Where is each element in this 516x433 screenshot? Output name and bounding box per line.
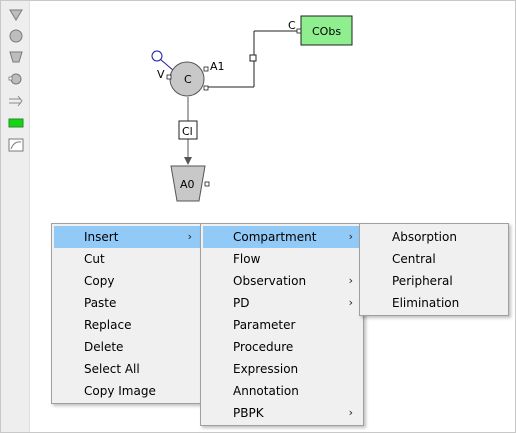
menu-item-label: Annotation <box>233 384 299 398</box>
menu-item-label: Flow <box>233 252 261 266</box>
menu-item-label: PBPK <box>233 406 264 420</box>
menu-item-replace[interactable]: Replace <box>54 314 200 336</box>
menu-item-paste[interactable]: Paste <box>54 292 200 314</box>
menu-item-label: Replace <box>84 318 132 332</box>
double-arrow-icon[interactable] <box>8 93 24 109</box>
menu-item-copy[interactable]: Copy <box>54 270 200 292</box>
menu-item-procedure[interactable]: Procedure <box>203 336 361 358</box>
port-right-bottom[interactable] <box>203 85 209 91</box>
menu-item-label: Peripheral <box>392 274 453 288</box>
menu-item-select-all[interactable]: Select All <box>54 358 200 380</box>
menu-item-label: Procedure <box>233 340 294 354</box>
circle-with-port-icon[interactable] <box>8 71 24 87</box>
insert-submenu: Compartment › Flow Observation › PD › Pa… <box>200 223 364 426</box>
menu-item-cut[interactable]: Cut <box>54 248 200 270</box>
menu-item-label: PD <box>233 296 250 310</box>
menu-item-label: Parameter <box>233 318 296 332</box>
menu-item-label: Copy <box>84 274 115 288</box>
green-rectangle-icon[interactable] <box>8 115 24 131</box>
c-port-label: C <box>288 19 296 32</box>
a0-elimination-node[interactable] <box>170 165 206 202</box>
a0-port[interactable] <box>204 181 210 187</box>
menu-item-label: Absorption <box>392 230 457 244</box>
menu-item-parameter[interactable]: Parameter <box>203 314 361 336</box>
volume-label: V <box>157 68 165 81</box>
a0-label: A0 <box>180 178 195 191</box>
curve-chart-icon[interactable] <box>8 137 24 153</box>
menu-item-observation[interactable]: Observation › <box>203 270 361 292</box>
menu-item-copy-image[interactable]: Copy Image <box>54 380 200 402</box>
submenu-arrow-icon: › <box>348 406 353 419</box>
submenu-arrow-icon: › <box>348 274 353 287</box>
menu-item-pbpk[interactable]: PBPK › <box>203 402 361 424</box>
menu-item-label: Expression <box>233 362 299 376</box>
menu-item-label: Insert <box>84 230 119 244</box>
cobs-port[interactable] <box>296 28 302 34</box>
model-canvas[interactable]: V C A1 Cl A0 C CObs <box>30 1 514 432</box>
menu-item-peripheral[interactable]: Peripheral <box>362 270 506 292</box>
menu-item-elimination[interactable]: Elimination <box>362 292 506 314</box>
a1-label: A1 <box>210 60 225 73</box>
menu-item-compartment[interactable]: Compartment › <box>203 226 361 248</box>
menu-item-annotation[interactable]: Annotation <box>203 380 361 402</box>
menu-item-label: Select All <box>84 362 140 376</box>
connector-midpoint-handle[interactable] <box>249 54 257 62</box>
menu-item-expression[interactable]: Expression <box>203 358 361 380</box>
menu-item-label: Cut <box>84 252 105 266</box>
funnel-icon[interactable] <box>8 49 24 65</box>
submenu-arrow-icon: › <box>348 230 353 243</box>
menu-item-label: Compartment <box>233 230 317 244</box>
cobs-label: CObs <box>312 25 341 38</box>
clearance-box[interactable] <box>178 120 198 140</box>
menu-item-delete[interactable]: Delete <box>54 336 200 358</box>
menu-item-label: Paste <box>84 296 117 310</box>
clearance-label: Cl <box>182 125 193 138</box>
cobs-observation-node[interactable] <box>300 15 353 46</box>
flow-arrow-head <box>184 157 192 165</box>
port-right-top[interactable] <box>203 66 209 72</box>
menu-item-label: Copy Image <box>84 384 156 398</box>
central-compartment-label: C <box>184 73 192 86</box>
menu-item-insert[interactable]: Insert › <box>54 226 200 248</box>
volume-handle[interactable] <box>151 50 163 62</box>
menu-item-label: Central <box>392 252 436 266</box>
menu-item-flow[interactable]: Flow <box>203 248 361 270</box>
context-menu: Insert › Cut Copy Paste Replace Delete S… <box>51 223 203 404</box>
menu-item-central[interactable]: Central <box>362 248 506 270</box>
volume-link <box>159 58 175 72</box>
menu-item-pd[interactable]: PD › <box>203 292 361 314</box>
port-left[interactable] <box>166 74 172 80</box>
submenu-arrow-icon: › <box>187 230 192 243</box>
compartment-submenu: Absorption Central Peripheral Eliminatio… <box>359 223 509 316</box>
menu-item-absorption[interactable]: Absorption <box>362 226 506 248</box>
tool-palette <box>1 1 30 432</box>
submenu-arrow-icon: › <box>348 296 353 309</box>
menu-item-label: Observation <box>233 274 307 288</box>
menu-item-label: Delete <box>84 340 124 354</box>
inverted-triangle-icon[interactable] <box>8 7 24 23</box>
compartment-circle-icon[interactable] <box>8 28 24 44</box>
menu-item-label: Elimination <box>392 296 460 310</box>
